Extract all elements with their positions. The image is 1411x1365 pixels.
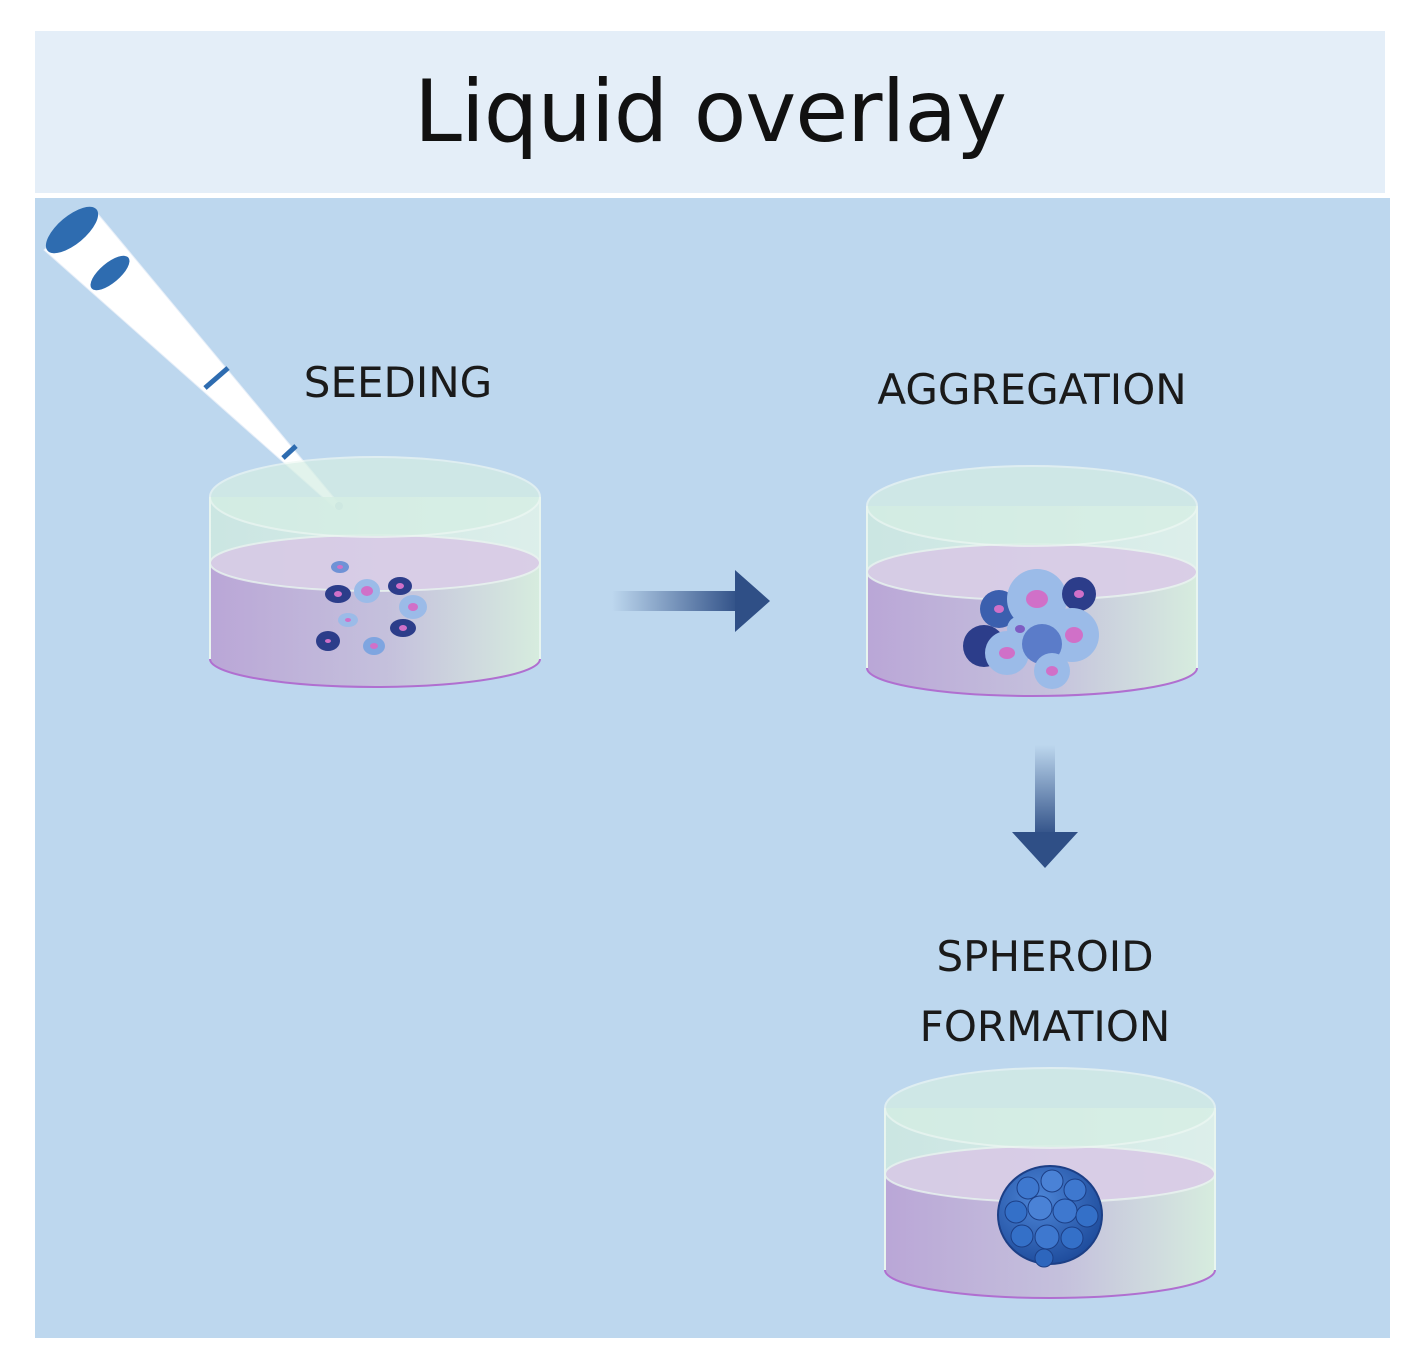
arrow-icon bbox=[612, 570, 770, 632]
step-label-spheroid-line2: FORMATION bbox=[919, 1002, 1171, 1051]
petri-dish-icon bbox=[866, 465, 1198, 697]
step-label-seeding: SEEDING bbox=[303, 358, 493, 407]
pipette-icon bbox=[43, 206, 343, 510]
cells bbox=[316, 561, 427, 655]
spheroid bbox=[997, 1165, 1103, 1268]
title-bar: Liquid overlay bbox=[35, 31, 1385, 193]
step-label-spheroid-line1: SPHEROID bbox=[936, 932, 1154, 981]
diagram-title: Liquid overlay bbox=[414, 62, 1007, 162]
petri-dish-icon bbox=[209, 456, 541, 688]
cell-aggregate bbox=[963, 569, 1099, 689]
arrow-icon bbox=[1012, 745, 1078, 868]
petri-dish-icon bbox=[884, 1067, 1216, 1299]
step-label-aggregation: AGGREGATION bbox=[877, 365, 1187, 414]
